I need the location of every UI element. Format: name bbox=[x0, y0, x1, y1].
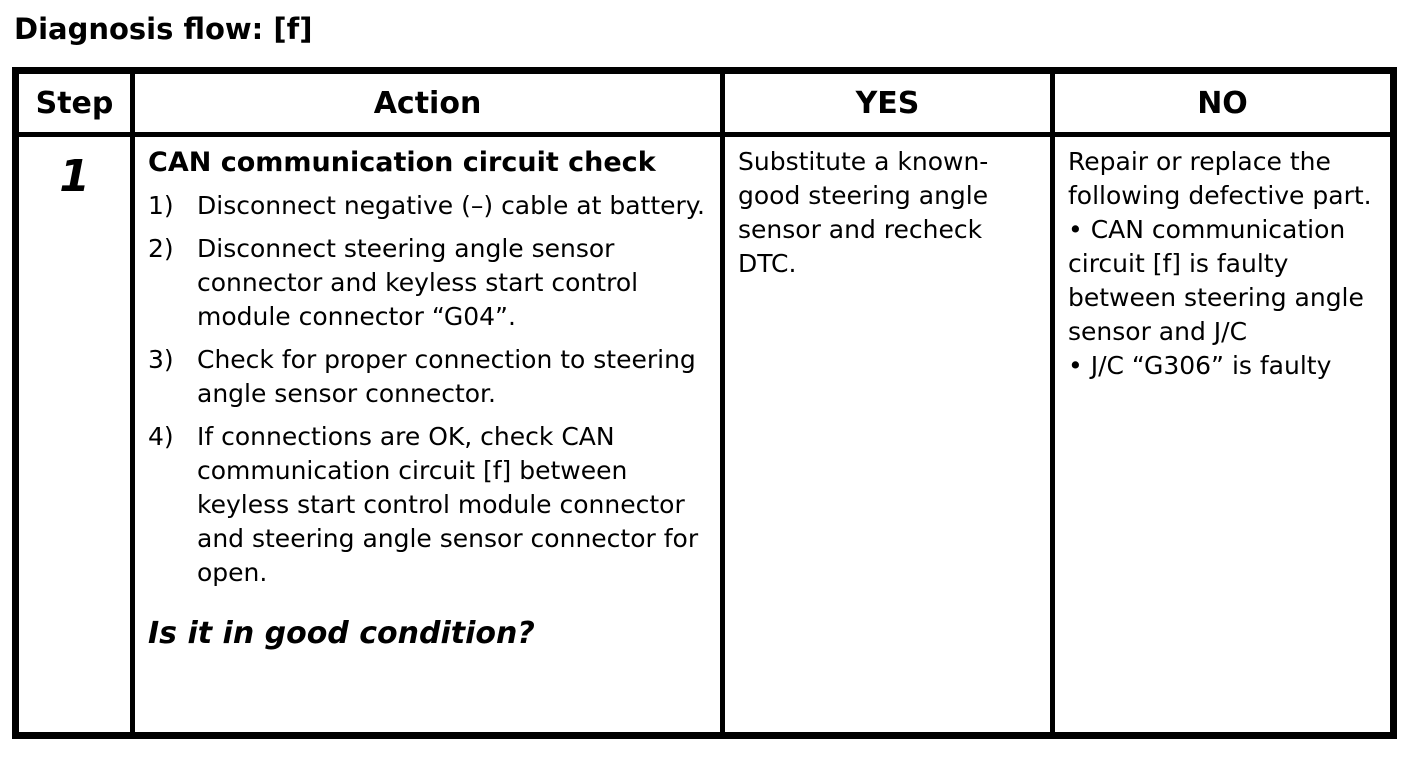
list-item-text: Disconnect steering angle sensor connect… bbox=[197, 234, 639, 331]
yes-result-cell: Substitute a known-good steering angle s… bbox=[720, 132, 1055, 738]
action-step-list: 1) Disconnect negative (–) cable at batt… bbox=[148, 189, 706, 590]
action-cell: CAN communication circuit check 1) Disco… bbox=[130, 132, 725, 738]
action-heading: CAN communication circuit check bbox=[148, 147, 656, 178]
list-item-number: 1) bbox=[148, 191, 174, 220]
step-number: 1 bbox=[13, 132, 135, 738]
column-header-yes: YES bbox=[720, 68, 1055, 137]
list-item-number: 3) bbox=[148, 345, 174, 374]
list-item-number: 4) bbox=[148, 422, 174, 451]
no-result-bullet: • J/C “G306” is faulty bbox=[1068, 351, 1332, 380]
condition-question: Is it in good condition? bbox=[148, 616, 535, 651]
header-row: Step Action YES NO bbox=[13, 68, 1396, 137]
list-item: 3) Check for proper connection to steeri… bbox=[148, 343, 706, 411]
list-item-text: If connections are OK, check CAN communi… bbox=[197, 422, 699, 587]
page-title: Diagnosis flow: [f] bbox=[14, 12, 313, 46]
list-item-number: 2) bbox=[148, 234, 174, 263]
column-header-step: Step bbox=[13, 68, 135, 137]
list-item: 1) Disconnect negative (–) cable at batt… bbox=[148, 189, 706, 223]
no-result-bullet: • CAN communication circuit [f] is fault… bbox=[1068, 215, 1364, 346]
no-result-intro: Repair or replace the following defectiv… bbox=[1068, 147, 1372, 210]
list-item-text: Check for proper connection to steering … bbox=[197, 345, 696, 408]
diagnosis-flow-table: Step Action YES NO 1 CAN communication c… bbox=[12, 67, 1397, 739]
column-header-action: Action bbox=[130, 68, 725, 137]
list-item: 4) If connections are OK, check CAN comm… bbox=[148, 420, 706, 590]
list-item-text: Disconnect negative (–) cable at battery… bbox=[197, 191, 705, 220]
no-result-cell: Repair or replace the following defectiv… bbox=[1050, 132, 1396, 738]
table-row: 1 CAN communication circuit check 1) Dis… bbox=[13, 132, 1396, 738]
list-item: 2) Disconnect steering angle sensor conn… bbox=[148, 232, 706, 334]
column-header-no: NO bbox=[1050, 68, 1396, 137]
